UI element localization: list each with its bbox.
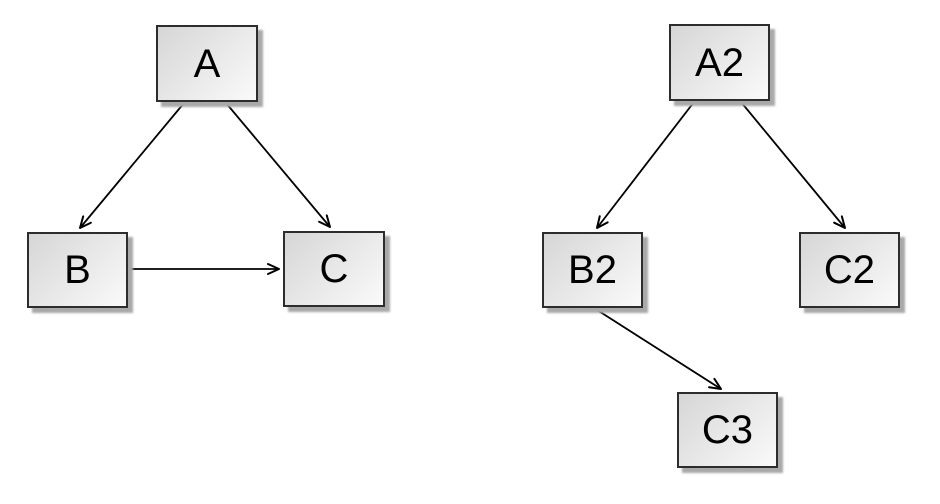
edge-B2-to-C3 bbox=[593, 307, 722, 390]
edge-A-to-C bbox=[225, 102, 331, 228]
node-A[interactable]: A bbox=[156, 25, 258, 102]
node-label-C2: C2 bbox=[823, 248, 876, 292]
node-B[interactable]: B bbox=[27, 232, 128, 308]
node-label-C3: C3 bbox=[701, 408, 754, 452]
edge-A-to-B bbox=[79, 102, 185, 229]
node-label-C: C bbox=[319, 247, 349, 291]
node-label-A: A bbox=[193, 41, 221, 86]
node-C[interactable]: C bbox=[283, 231, 385, 307]
node-C3[interactable]: C3 bbox=[677, 392, 778, 468]
node-label-B2: B2 bbox=[568, 248, 617, 292]
node-label-B: B bbox=[64, 248, 91, 292]
node-B2[interactable]: B2 bbox=[542, 232, 643, 308]
node-label-A2: A2 bbox=[695, 40, 744, 85]
node-A2[interactable]: A2 bbox=[669, 24, 770, 101]
edge-A2-to-C2 bbox=[740, 101, 846, 229]
node-C2[interactable]: C2 bbox=[799, 232, 900, 308]
edge-A2-to-B2 bbox=[596, 101, 695, 229]
